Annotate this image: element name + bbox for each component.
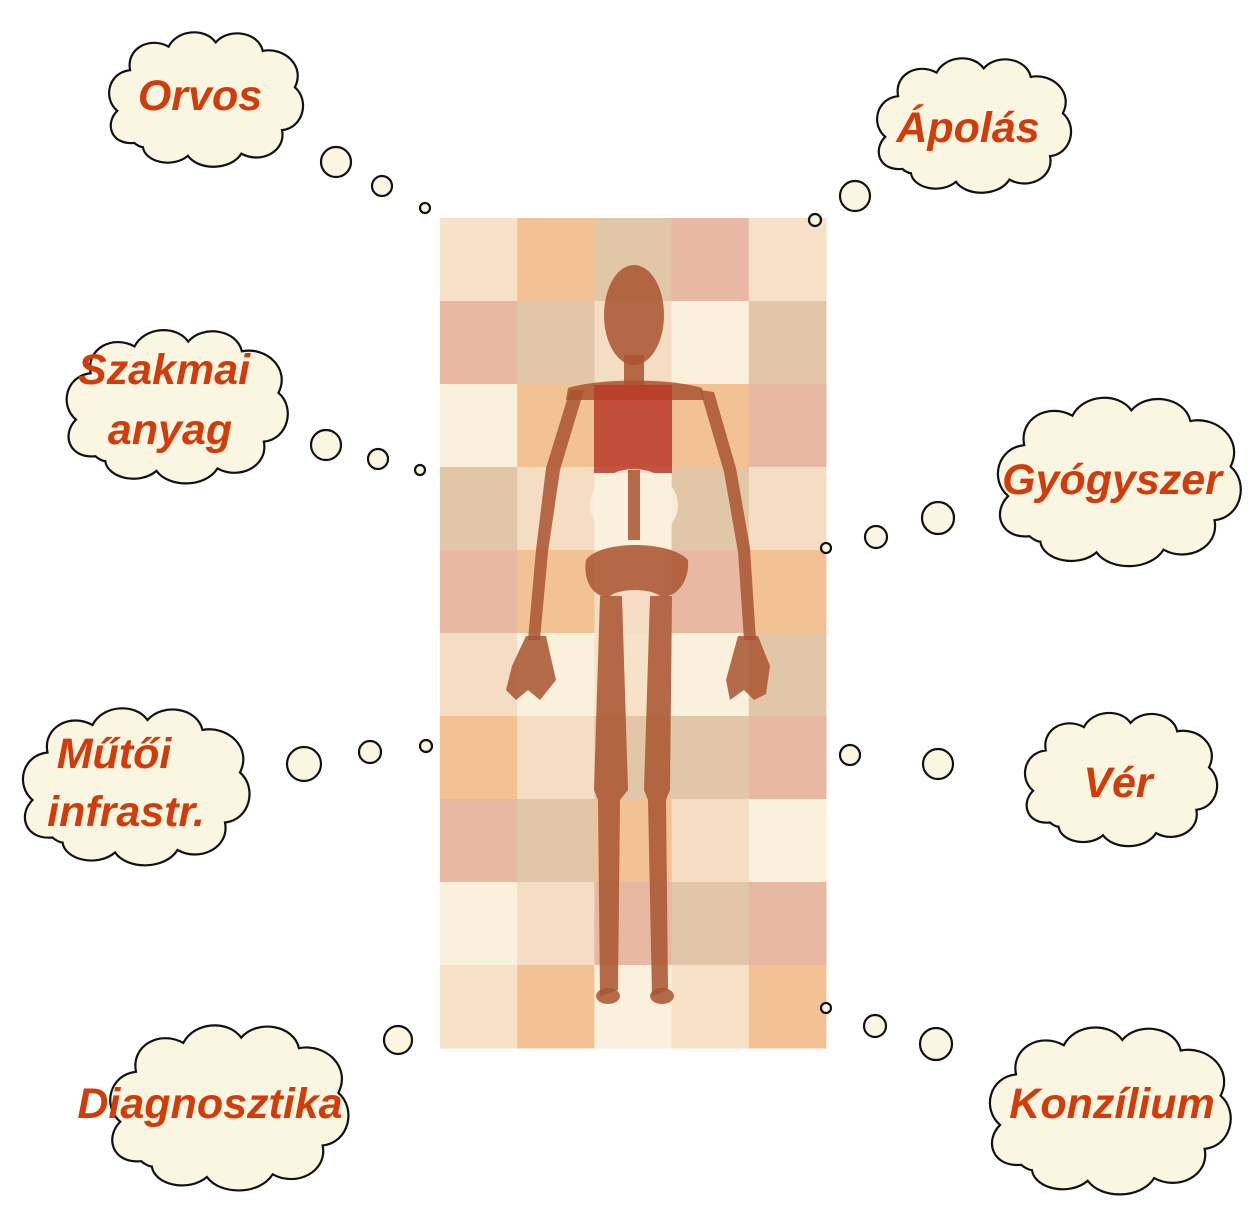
- cloud-label-infrastr: infrastr.: [47, 788, 205, 836]
- patch-tile: [749, 882, 827, 966]
- cloud-gyogyszer: Gyógyszer: [998, 398, 1241, 566]
- thought-bubble-dot: [415, 465, 425, 475]
- cloud-label-diagnosztika: Diagnosztika: [77, 1080, 342, 1128]
- thought-bubble-dot: [923, 749, 953, 779]
- patch-tile: [440, 799, 518, 883]
- patch-tile: [517, 218, 595, 302]
- patch-tile: [749, 467, 827, 551]
- patch-tile: [749, 799, 827, 883]
- thought-bubble-dot: [920, 1028, 952, 1060]
- thought-bubble-dot: [420, 203, 430, 213]
- patch-tile: [440, 467, 518, 551]
- patch-tile: [749, 218, 827, 302]
- patch-tile: [517, 882, 595, 966]
- right-foot: [650, 988, 674, 1004]
- skull: [604, 265, 664, 365]
- patch-tile: [672, 965, 750, 1049]
- thought-bubble-dot: [922, 502, 954, 534]
- patch-tile: [517, 799, 595, 883]
- patch-tile: [749, 384, 827, 468]
- patch-tile: [440, 384, 518, 468]
- cloud-konzilium: Konzílium: [990, 1027, 1231, 1194]
- thought-bubble-dot: [821, 1003, 831, 1013]
- patch-tile: [440, 882, 518, 966]
- patch-tile: [440, 301, 518, 385]
- patch-tile: [749, 550, 827, 634]
- thought-bubble-dot: [321, 147, 351, 177]
- cloud-orvos: Orvos: [109, 32, 303, 166]
- svg-text:Orvos: Orvos: [138, 72, 262, 120]
- neck: [624, 355, 644, 385]
- cloud-label-gyogyszer: Gyógyszer: [1002, 456, 1224, 504]
- svg-text:Konzílium: Konzílium: [1009, 1080, 1214, 1128]
- thought-bubble-dot: [865, 526, 887, 548]
- patch-tile: [440, 965, 518, 1049]
- patch-tile: [440, 716, 518, 800]
- thought-bubble-dot: [840, 745, 860, 765]
- thought-bubble-dot: [384, 1026, 412, 1054]
- ribcage: [594, 385, 672, 473]
- patch-tile: [672, 882, 750, 966]
- patch-tile: [517, 716, 595, 800]
- patch-tile: [749, 301, 827, 385]
- cloud-diagnosztika: Diagnosztika: [77, 1025, 348, 1190]
- cloud-szakmai: Szakmai anyag: [67, 330, 288, 483]
- spine: [628, 470, 640, 540]
- patch-tile: [749, 965, 827, 1049]
- patch-tile: [672, 218, 750, 302]
- cloud-label-szakmai: Szakmai: [78, 346, 251, 394]
- cloud-mutoi: Műtői infrastr.: [23, 708, 250, 865]
- thought-bubble-dot: [840, 181, 870, 211]
- thought-bubble-dot: [359, 741, 381, 763]
- patch-tile: [672, 799, 750, 883]
- svg-text:Gyógyszer: Gyógyszer: [1002, 456, 1224, 504]
- patch-tile: [440, 218, 518, 302]
- thought-bubble-dot: [372, 176, 392, 196]
- cloud-label-mutoi: Műtői: [57, 730, 173, 778]
- svg-text:Diagnosztika: Diagnosztika: [77, 1080, 342, 1128]
- thought-bubble-dot: [311, 430, 341, 460]
- thought-bubble-dot: [420, 740, 432, 752]
- thought-bubble-dot: [864, 1015, 886, 1037]
- patch-tile: [749, 716, 827, 800]
- patch-tile: [517, 965, 595, 1049]
- patch-tile: [440, 550, 518, 634]
- thought-bubble-dot: [368, 449, 388, 469]
- patch-tile: [517, 550, 595, 634]
- left-foot: [596, 988, 620, 1004]
- patch-tile: [517, 301, 595, 385]
- pelvis: [585, 545, 688, 597]
- thought-bubble-dot: [809, 214, 821, 226]
- thought-bubble-dot: [821, 543, 831, 553]
- patch-tile: [672, 301, 750, 385]
- patch-tile: [440, 633, 518, 717]
- cloud-apolas: Ápolás: [877, 58, 1071, 192]
- cloud-label-konzilium: Konzílium: [1009, 1080, 1214, 1128]
- cloud-ver: Vér: [1025, 713, 1217, 846]
- cloud-label-ver: Vér: [1083, 759, 1155, 807]
- patch-tile: [672, 716, 750, 800]
- cloud-label-orvos: Orvos: [138, 72, 262, 120]
- cloud-label-anyag: anyag: [108, 406, 232, 454]
- svg-text:Ápolás: Ápolás: [895, 104, 1039, 152]
- cloud-label-apolas: Ápolás: [895, 104, 1039, 152]
- thought-bubble-dot: [287, 747, 321, 781]
- svg-text:Vér: Vér: [1083, 759, 1155, 807]
